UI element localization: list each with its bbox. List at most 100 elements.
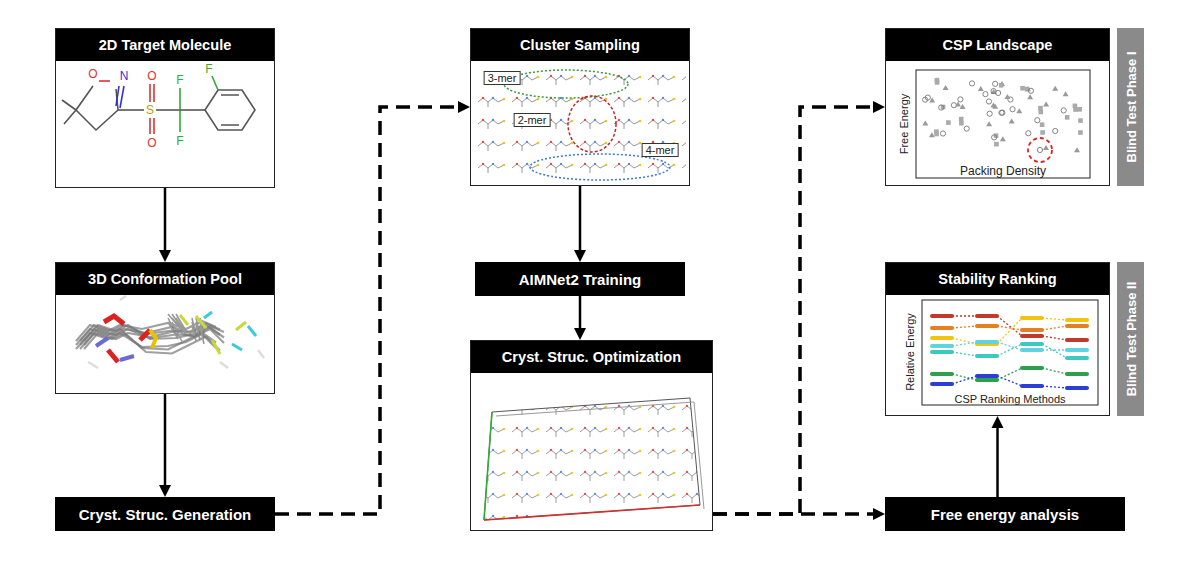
process-box: AIMNet2 Training bbox=[475, 262, 685, 296]
circle-stroke bbox=[923, 97, 928, 102]
arrow-connector bbox=[574, 186, 586, 262]
panel-heading: Stability Ranking bbox=[886, 263, 1109, 295]
path-stroke bbox=[1043, 102, 1049, 107]
rect-stroke bbox=[1073, 107, 1078, 112]
path-stroke bbox=[977, 342, 997, 346]
circle-stroke bbox=[1053, 128, 1058, 133]
atom-label: F bbox=[176, 134, 183, 148]
path-stroke bbox=[990, 102, 996, 107]
connector-line bbox=[579, 296, 582, 329]
axis-label: Packing Density bbox=[960, 164, 1046, 178]
panel-box: Stability Ranking bbox=[885, 262, 1110, 416]
path-stroke bbox=[1022, 384, 1042, 388]
path-stroke bbox=[1042, 386, 1067, 388]
atom-label: N bbox=[120, 69, 129, 83]
atom-label: O bbox=[147, 136, 156, 150]
path-stroke bbox=[929, 98, 935, 103]
path-stroke bbox=[1042, 349, 1067, 350]
panel-heading: CSP Landscape bbox=[886, 29, 1109, 61]
step-label: Cryst. Struc. Generation bbox=[73, 506, 258, 523]
circle-stroke bbox=[940, 131, 945, 136]
circle-stroke bbox=[958, 97, 963, 102]
panel-box: 2D Target Molecule bbox=[55, 28, 275, 188]
circle-stroke bbox=[1000, 110, 1005, 115]
path-stroke bbox=[978, 86, 984, 91]
atom-label: S bbox=[145, 103, 155, 117]
path-stroke bbox=[150, 330, 156, 348]
path-stroke bbox=[977, 324, 997, 328]
path-stroke bbox=[1067, 356, 1087, 360]
process-box: Free energy analysis bbox=[885, 497, 1125, 531]
circle-stroke bbox=[1026, 131, 1031, 136]
panel-heading: Cluster Sampling bbox=[471, 29, 689, 61]
path-stroke bbox=[1067, 386, 1087, 390]
path-stroke bbox=[1067, 318, 1087, 322]
path-stroke bbox=[1052, 86, 1058, 91]
panel-heading: Cryst. Struc. Optimization bbox=[471, 341, 712, 373]
path-stroke bbox=[952, 352, 977, 356]
path-stroke bbox=[952, 376, 977, 384]
connector-line bbox=[275, 107, 459, 514]
path-stroke bbox=[977, 378, 997, 382]
panel-box: Cryst. Struc. Optimization bbox=[470, 340, 713, 531]
arrow-connector bbox=[159, 188, 171, 262]
arrow-head bbox=[992, 416, 1004, 428]
circle-stroke bbox=[939, 105, 944, 110]
rect-stroke bbox=[1078, 118, 1083, 123]
rect-stroke bbox=[934, 132, 939, 137]
path-stroke bbox=[1042, 344, 1067, 358]
arrow-head bbox=[458, 101, 470, 113]
path-stroke bbox=[922, 120, 928, 125]
step-label: Free energy analysis bbox=[925, 506, 1085, 523]
circle-stroke bbox=[987, 111, 992, 116]
rect-stroke bbox=[1038, 110, 1043, 115]
rect-stroke bbox=[1077, 107, 1082, 112]
path-stroke bbox=[1042, 318, 1067, 320]
path-stroke bbox=[1042, 336, 1067, 340]
dashed-connector bbox=[713, 101, 885, 514]
rect-stroke bbox=[959, 121, 964, 126]
path-stroke bbox=[932, 372, 952, 376]
path-stroke bbox=[932, 336, 952, 340]
connector-line bbox=[996, 427, 999, 497]
rect-stroke bbox=[999, 83, 1004, 88]
atom-label: F bbox=[176, 73, 183, 87]
path-stroke bbox=[96, 338, 134, 360]
path-stroke bbox=[1009, 118, 1015, 123]
axis-label: CSP Ranking Methods bbox=[954, 393, 1065, 405]
arrow-head bbox=[159, 250, 171, 262]
panel-box: Cluster Sampling bbox=[470, 28, 690, 186]
panel-heading: 3D Conformation Pool bbox=[56, 263, 274, 295]
path-stroke bbox=[1022, 342, 1042, 346]
circle-stroke bbox=[1028, 88, 1033, 93]
dashed-connector bbox=[275, 101, 470, 514]
circle-stroke bbox=[951, 103, 956, 108]
circle-stroke bbox=[991, 88, 996, 93]
connector-line bbox=[713, 107, 874, 514]
arrow-head bbox=[873, 508, 885, 520]
circle-stroke bbox=[969, 81, 974, 86]
path-stroke bbox=[997, 316, 1022, 336]
path-stroke bbox=[952, 374, 977, 380]
unit-cell bbox=[484, 398, 704, 520]
axis-label: Free Energy bbox=[898, 94, 910, 155]
circle-stroke bbox=[1035, 118, 1040, 123]
path-stroke bbox=[997, 318, 1022, 344]
circle-stroke bbox=[999, 110, 1004, 115]
path-stroke bbox=[977, 314, 997, 318]
panel-box: CSP Landscape bbox=[885, 28, 1110, 186]
path-stroke bbox=[1027, 94, 1033, 99]
ranking-plot bbox=[922, 300, 1098, 405]
process-box: Cryst. Struc. Generation bbox=[55, 497, 275, 531]
circle-stroke bbox=[983, 92, 988, 97]
connector-line bbox=[713, 512, 874, 516]
cluster-tag: 3-mer bbox=[484, 71, 521, 85]
path-stroke bbox=[997, 376, 1022, 386]
path-stroke bbox=[88, 296, 264, 368]
cluster-tag: 2-mer bbox=[514, 113, 551, 127]
path-stroke bbox=[1004, 94, 1010, 99]
path-stroke bbox=[997, 344, 1022, 356]
circle-stroke bbox=[964, 126, 969, 131]
phase-tab: Blind Test Phase I bbox=[1117, 28, 1144, 186]
